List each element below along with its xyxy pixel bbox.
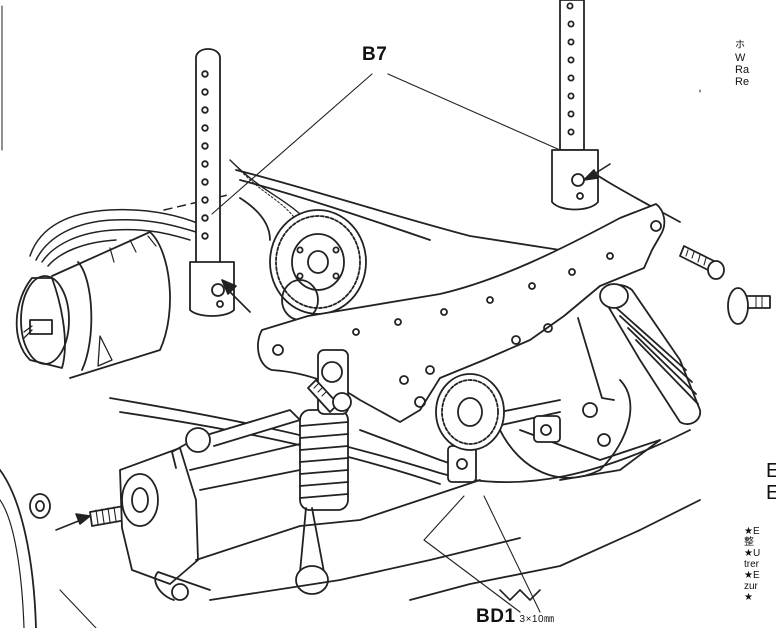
shock-tower <box>257 203 666 423</box>
bd1-arrows <box>499 589 541 601</box>
differential <box>435 373 661 481</box>
side-note-line: ★ <box>744 592 753 603</box>
side-text-top: ホ W Ra Re <box>735 40 749 88</box>
side-text-line: Ra <box>735 64 750 76</box>
leader-lines <box>59 73 561 628</box>
side-letter: E <box>766 460 776 482</box>
screw-bd1 <box>307 379 352 413</box>
side-letter: E <box>766 482 776 504</box>
body-post-left <box>189 48 235 317</box>
side-text-line: ホ <box>735 40 745 51</box>
side-note-line: ★E <box>744 570 760 581</box>
side-text-line: W <box>735 52 746 64</box>
arrows <box>55 163 611 531</box>
screw-top-right <box>679 245 725 280</box>
side-text-line: Re <box>735 76 750 88</box>
axle-right <box>727 287 771 325</box>
part-code: BD1 <box>476 606 516 627</box>
part-size: 3×10㎜ <box>519 614 555 625</box>
side-note-line: trer <box>744 559 759 570</box>
body-post-right <box>551 0 599 211</box>
side-note-line: 整 <box>744 537 754 548</box>
motor <box>15 231 171 379</box>
drive-belt <box>229 159 301 241</box>
side-note-line: ★U <box>744 548 761 559</box>
part-label-b7: B7 <box>362 44 388 65</box>
hub-carrier-left <box>119 427 211 601</box>
suspension-links <box>189 399 701 601</box>
shock-absorber-right <box>577 283 702 425</box>
side-text-bottom: ★E 整 ★U trer ★E zur ★ <box>744 526 760 603</box>
spur-gear <box>269 209 367 321</box>
wheel-edge <box>0 469 37 628</box>
side-letters: E E <box>766 460 776 504</box>
side-note-line: zur <box>744 581 758 592</box>
side-note-line: ★E <box>744 526 760 537</box>
